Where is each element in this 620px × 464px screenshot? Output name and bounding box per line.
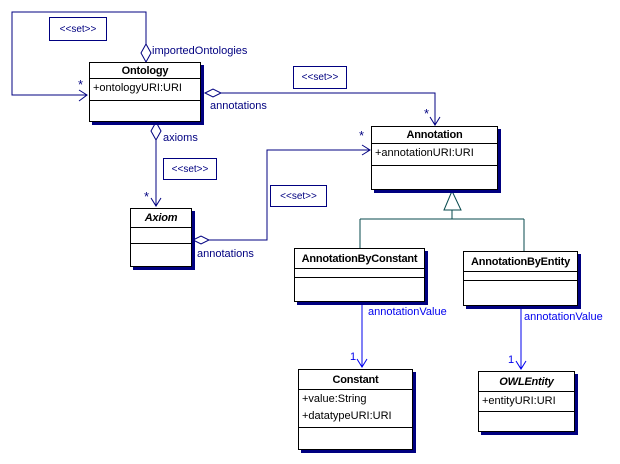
edge-ontology-annotations: [203, 88, 441, 126]
class-title: AnnotationByConstant: [295, 249, 424, 269]
class-attribute: +annotationURI:URI: [375, 147, 474, 159]
label-annotationvalue-entity: annotationValue: [524, 311, 603, 323]
label-axioms: axioms: [163, 132, 198, 144]
edge-line: [209, 149, 370, 241]
class-attribute: +datatypeURI:URI: [302, 410, 392, 422]
stereotype-set-box: <<set>>: [270, 185, 327, 207]
class-attribute: +value:String: [302, 393, 367, 405]
class-title: Axiom: [131, 209, 191, 228]
aggregation-diamond-icon: [140, 42, 152, 64]
multiplicity-ontology-annotations: *: [424, 106, 430, 121]
class-annotation-by-entity: AnnotationByEntity: [463, 251, 578, 306]
class-attributes: +entityURI:URI: [479, 392, 574, 412]
multiplicity-axioms: *: [144, 189, 150, 204]
class-axiom: Axiom: [130, 208, 192, 267]
class-attributes: [131, 228, 191, 244]
open-arrowhead-icon: [356, 358, 368, 368]
multiplicity-annotationvalue-constant: 1: [350, 351, 357, 363]
open-arrowhead-icon: [150, 197, 162, 207]
open-arrowhead-icon: [515, 360, 527, 370]
class-title: AnnotationByEntity: [464, 252, 577, 272]
class-attributes: +ontologyURI:URI: [90, 79, 200, 101]
label-axiom-annotations: annotations: [197, 248, 254, 260]
label-annotationvalue-constant: annotationValue: [368, 306, 447, 318]
label-ontology-annotations: annotations: [210, 100, 267, 112]
edge-annotationvalue-constant: [356, 302, 368, 368]
class-operations: [299, 428, 412, 449]
edge-imported-ontologies: [11, 11, 152, 102]
open-arrowhead-icon: [361, 144, 371, 156]
class-annotation: Annotation +annotationURI:URI: [371, 126, 498, 190]
stereotype-set-box: <<set>>: [49, 17, 107, 41]
edge-line: [221, 92, 436, 125]
class-title: Annotation: [372, 127, 497, 144]
label-imported-ontologies: importedOntologies: [152, 45, 248, 57]
open-arrowhead-icon: [429, 116, 441, 126]
edge-line: [11, 11, 147, 96]
edge-generalization: [359, 189, 525, 251]
class-constant: Constant +value:String +datatypeURI:URI: [298, 369, 413, 450]
edge-line: [359, 210, 525, 251]
open-arrowhead-icon: [78, 89, 88, 102]
class-title: OWLEntity: [479, 372, 574, 392]
class-operations: [295, 278, 424, 301]
aggregation-diamond-icon: [203, 88, 223, 98]
generalization-triangle-icon: [443, 189, 462, 211]
class-attribute: +entityURI:URI: [482, 395, 556, 407]
aggregation-diamond-icon: [150, 120, 162, 142]
class-operations: [464, 281, 577, 305]
class-attributes: [295, 269, 424, 278]
class-title: Ontology: [90, 63, 200, 79]
multiplicity-imported-ontologies: *: [78, 77, 84, 92]
edge-axiom-annotations: [191, 144, 371, 245]
class-operations: [372, 166, 497, 189]
class-operations: [90, 101, 200, 121]
stereotype-set-box: <<set>>: [293, 66, 347, 89]
aggregation-diamond-icon: [191, 235, 211, 245]
class-operations: [479, 412, 574, 431]
class-attributes: +annotationURI:URI: [372, 144, 497, 166]
class-attribute: +ontologyURI:URI: [93, 82, 182, 94]
edge-axioms: [150, 120, 162, 207]
class-owl-entity: OWLEntity +entityURI:URI: [478, 371, 575, 432]
multiplicity-axiom-annotations: *: [359, 128, 365, 143]
multiplicity-annotationvalue-entity: 1: [508, 354, 515, 366]
class-attributes: +value:String +datatypeURI:URI: [299, 390, 412, 428]
class-operations: [131, 244, 191, 266]
class-annotation-by-constant: AnnotationByConstant: [294, 248, 425, 302]
edge-annotationvalue-entity: [515, 306, 527, 370]
class-ontology: Ontology +ontologyURI:URI: [89, 62, 201, 122]
class-attributes: [464, 272, 577, 281]
class-title: Constant: [299, 370, 412, 390]
stereotype-set-box: <<set>>: [163, 158, 217, 180]
